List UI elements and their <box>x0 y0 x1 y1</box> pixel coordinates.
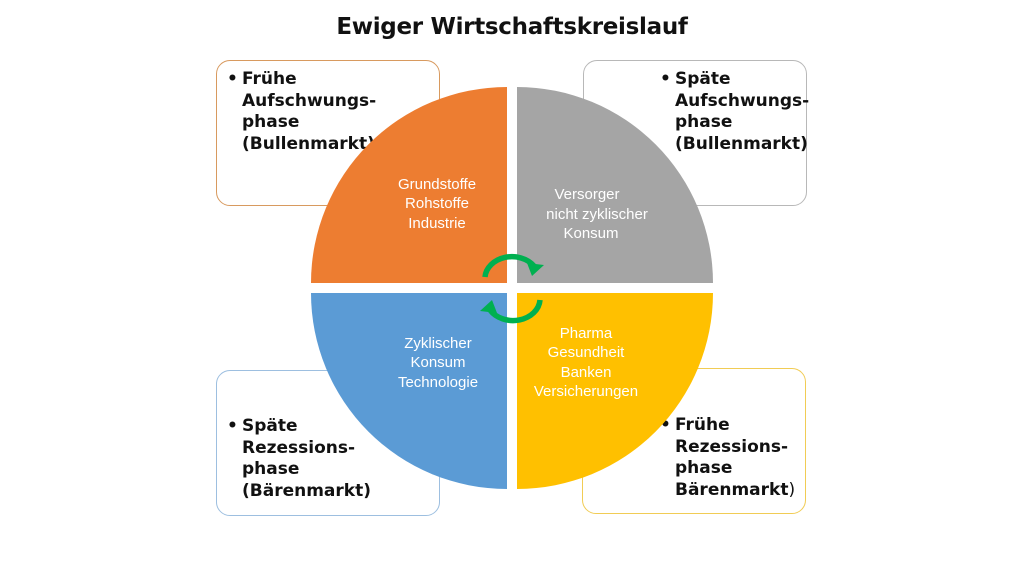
quadrant-bottom-left <box>311 293 507 489</box>
sector-text: Technologie <box>398 374 478 391</box>
sector-text: Konsum <box>563 225 618 242</box>
quadrant-top-right <box>517 87 713 283</box>
sector-text: Pharma <box>560 325 613 342</box>
phase-line-tail: ) <box>788 479 796 500</box>
sector-text: Industrie <box>408 215 466 232</box>
quadrant-bottom-right <box>517 293 713 489</box>
bullet-icon: • <box>227 416 238 436</box>
sector-text: Versorger <box>554 186 619 203</box>
phase-line: phase <box>675 112 733 132</box>
phase-line-main: Bärenmarkt <box>675 479 789 500</box>
bullet-icon: • <box>660 69 671 89</box>
sector-label-top-left: Grundstoffe Rohstoffe Industrie <box>398 176 476 232</box>
phase-line: Aufschwungs- <box>242 90 377 111</box>
bullet-icon: • <box>660 415 671 435</box>
sector-label-bottom-right: Pharma Gesundheit Banken Versicherungen <box>534 325 638 400</box>
sector-text: Konsum <box>410 354 465 371</box>
phase-line: Späte <box>675 69 731 89</box>
sector-label-top-right: Versorger nicht zyklischer Konsum <box>546 186 648 242</box>
phase-line: (Bullenmarkt) <box>242 133 375 154</box>
phase-line: Rezessions- <box>242 437 356 458</box>
sector-text: Grundstoffe <box>398 176 476 193</box>
phase-line: Späte <box>242 416 298 436</box>
sector-label-bottom-left: Zyklischer Konsum Technologie <box>398 335 478 391</box>
phase-line: Aufschwungs- <box>675 90 810 111</box>
sector-text: Rohstoffe <box>405 195 469 212</box>
bullet-icon: • <box>227 69 238 89</box>
sector-text: Versicherungen <box>534 383 638 400</box>
phase-line: phase <box>242 459 300 479</box>
quadrant-top-left <box>311 87 507 283</box>
sector-text: Banken <box>561 364 612 381</box>
phase-line: Frühe <box>242 69 297 89</box>
phase-line: phase <box>242 112 300 132</box>
phase-line: phase <box>675 458 733 478</box>
sector-text: Zyklischer <box>404 335 472 352</box>
diagram-title: Ewiger Wirtschaftskreislauf <box>336 14 688 40</box>
phase-line: (Bullenmarkt) <box>675 133 808 154</box>
phase-line: Bärenmarkt) <box>675 480 795 502</box>
sector-text: nicht zyklischer <box>546 206 648 223</box>
circular-arrows-icon <box>480 253 544 324</box>
sector-text: Gesundheit <box>548 344 626 361</box>
phase-line: (Bärenmarkt) <box>242 480 371 501</box>
phase-line: Frühe <box>675 415 730 435</box>
phase-line: Rezessions- <box>675 436 789 457</box>
